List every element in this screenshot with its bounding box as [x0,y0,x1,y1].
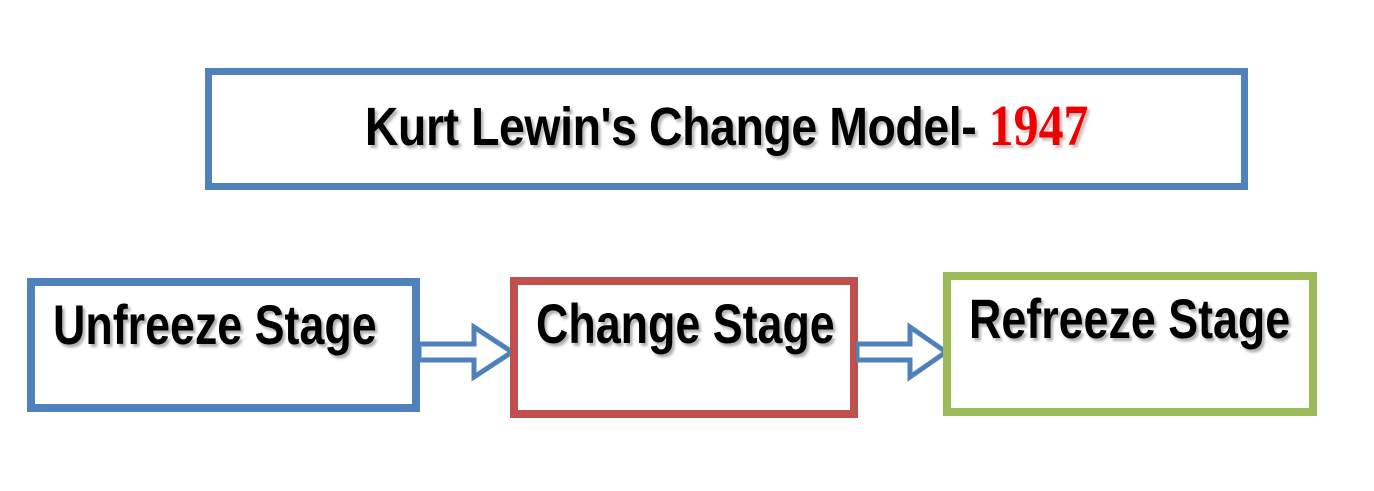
title-banner: Kurt Lewin's Change Model- 1947 [205,68,1248,190]
stage-box-change[interactable]: Change Stage [510,277,858,418]
title-year-text: 1947 [988,93,1089,158]
stage-label-change: Change Stage [536,292,835,355]
stage-label-refreeze: Refreeze Stage [969,287,1291,350]
stage-box-unfreeze[interactable]: Unfreeze Stage [27,278,420,412]
stage-label-unfreeze: Unfreeze Stage [53,293,377,356]
arrow-change-to-refreeze-icon [856,322,948,382]
arrow-unfreeze-to-change-icon [418,322,514,382]
stage-box-refreeze[interactable]: Refreeze Stage [943,272,1317,416]
title-prefix-text: Kurt Lewin's Change Model- [364,97,989,157]
page-title: Kurt Lewin's Change Model- 1947 [365,97,1089,155]
